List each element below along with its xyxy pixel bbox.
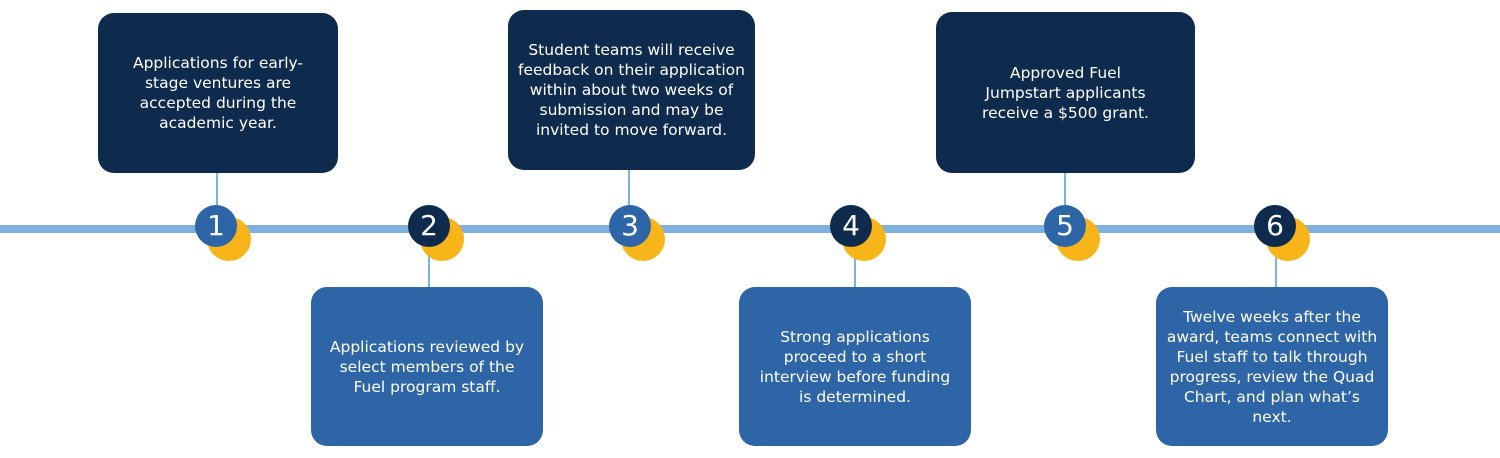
connector-2	[428, 246, 430, 288]
step-number-3: 3	[609, 205, 651, 247]
connector-5	[1064, 172, 1066, 212]
step-text-6: Twelve weeks after the award, teams conn…	[1166, 307, 1378, 426]
step-text-1: Applications for early-stage ventures ar…	[132, 54, 304, 132]
connector-4	[854, 246, 856, 288]
step-box-6: Twelve weeks after the award, teams conn…	[1156, 287, 1388, 446]
step-node-3: 3	[609, 205, 665, 261]
step-number-5: 5	[1044, 205, 1086, 247]
connector-6	[1275, 246, 1277, 288]
step-box-1: Applications for early-stage ventures ar…	[98, 13, 338, 173]
step-box-2: Applications reviewed by select members …	[311, 287, 543, 446]
step-number-2: 2	[408, 205, 450, 247]
step-number-6: 6	[1254, 205, 1296, 247]
step-node-1: 1	[195, 205, 251, 261]
step-box-5: Approved Fuel Jumpstart applicants recei…	[936, 12, 1195, 173]
timeline-line	[0, 225, 1500, 233]
step-box-4: Strong applications proceed to a short i…	[739, 287, 971, 446]
step-box-3: Student teams will receive feedback on t…	[508, 10, 755, 170]
step-text-3: Student teams will receive feedback on t…	[518, 41, 745, 139]
step-node-6: 6	[1254, 205, 1310, 261]
connector-3	[628, 168, 630, 212]
step-number-4: 4	[830, 205, 872, 247]
step-text-4: Strong applications proceed to a short i…	[759, 327, 951, 406]
step-node-2: 2	[408, 205, 464, 261]
step-node-5: 5	[1044, 205, 1100, 261]
step-text-5: Approved Fuel Jumpstart applicants recei…	[982, 63, 1149, 122]
step-text-2: Applications reviewed by select members …	[329, 337, 525, 396]
connector-1	[216, 172, 218, 212]
step-number-1: 1	[195, 205, 237, 247]
step-node-4: 4	[830, 205, 886, 261]
